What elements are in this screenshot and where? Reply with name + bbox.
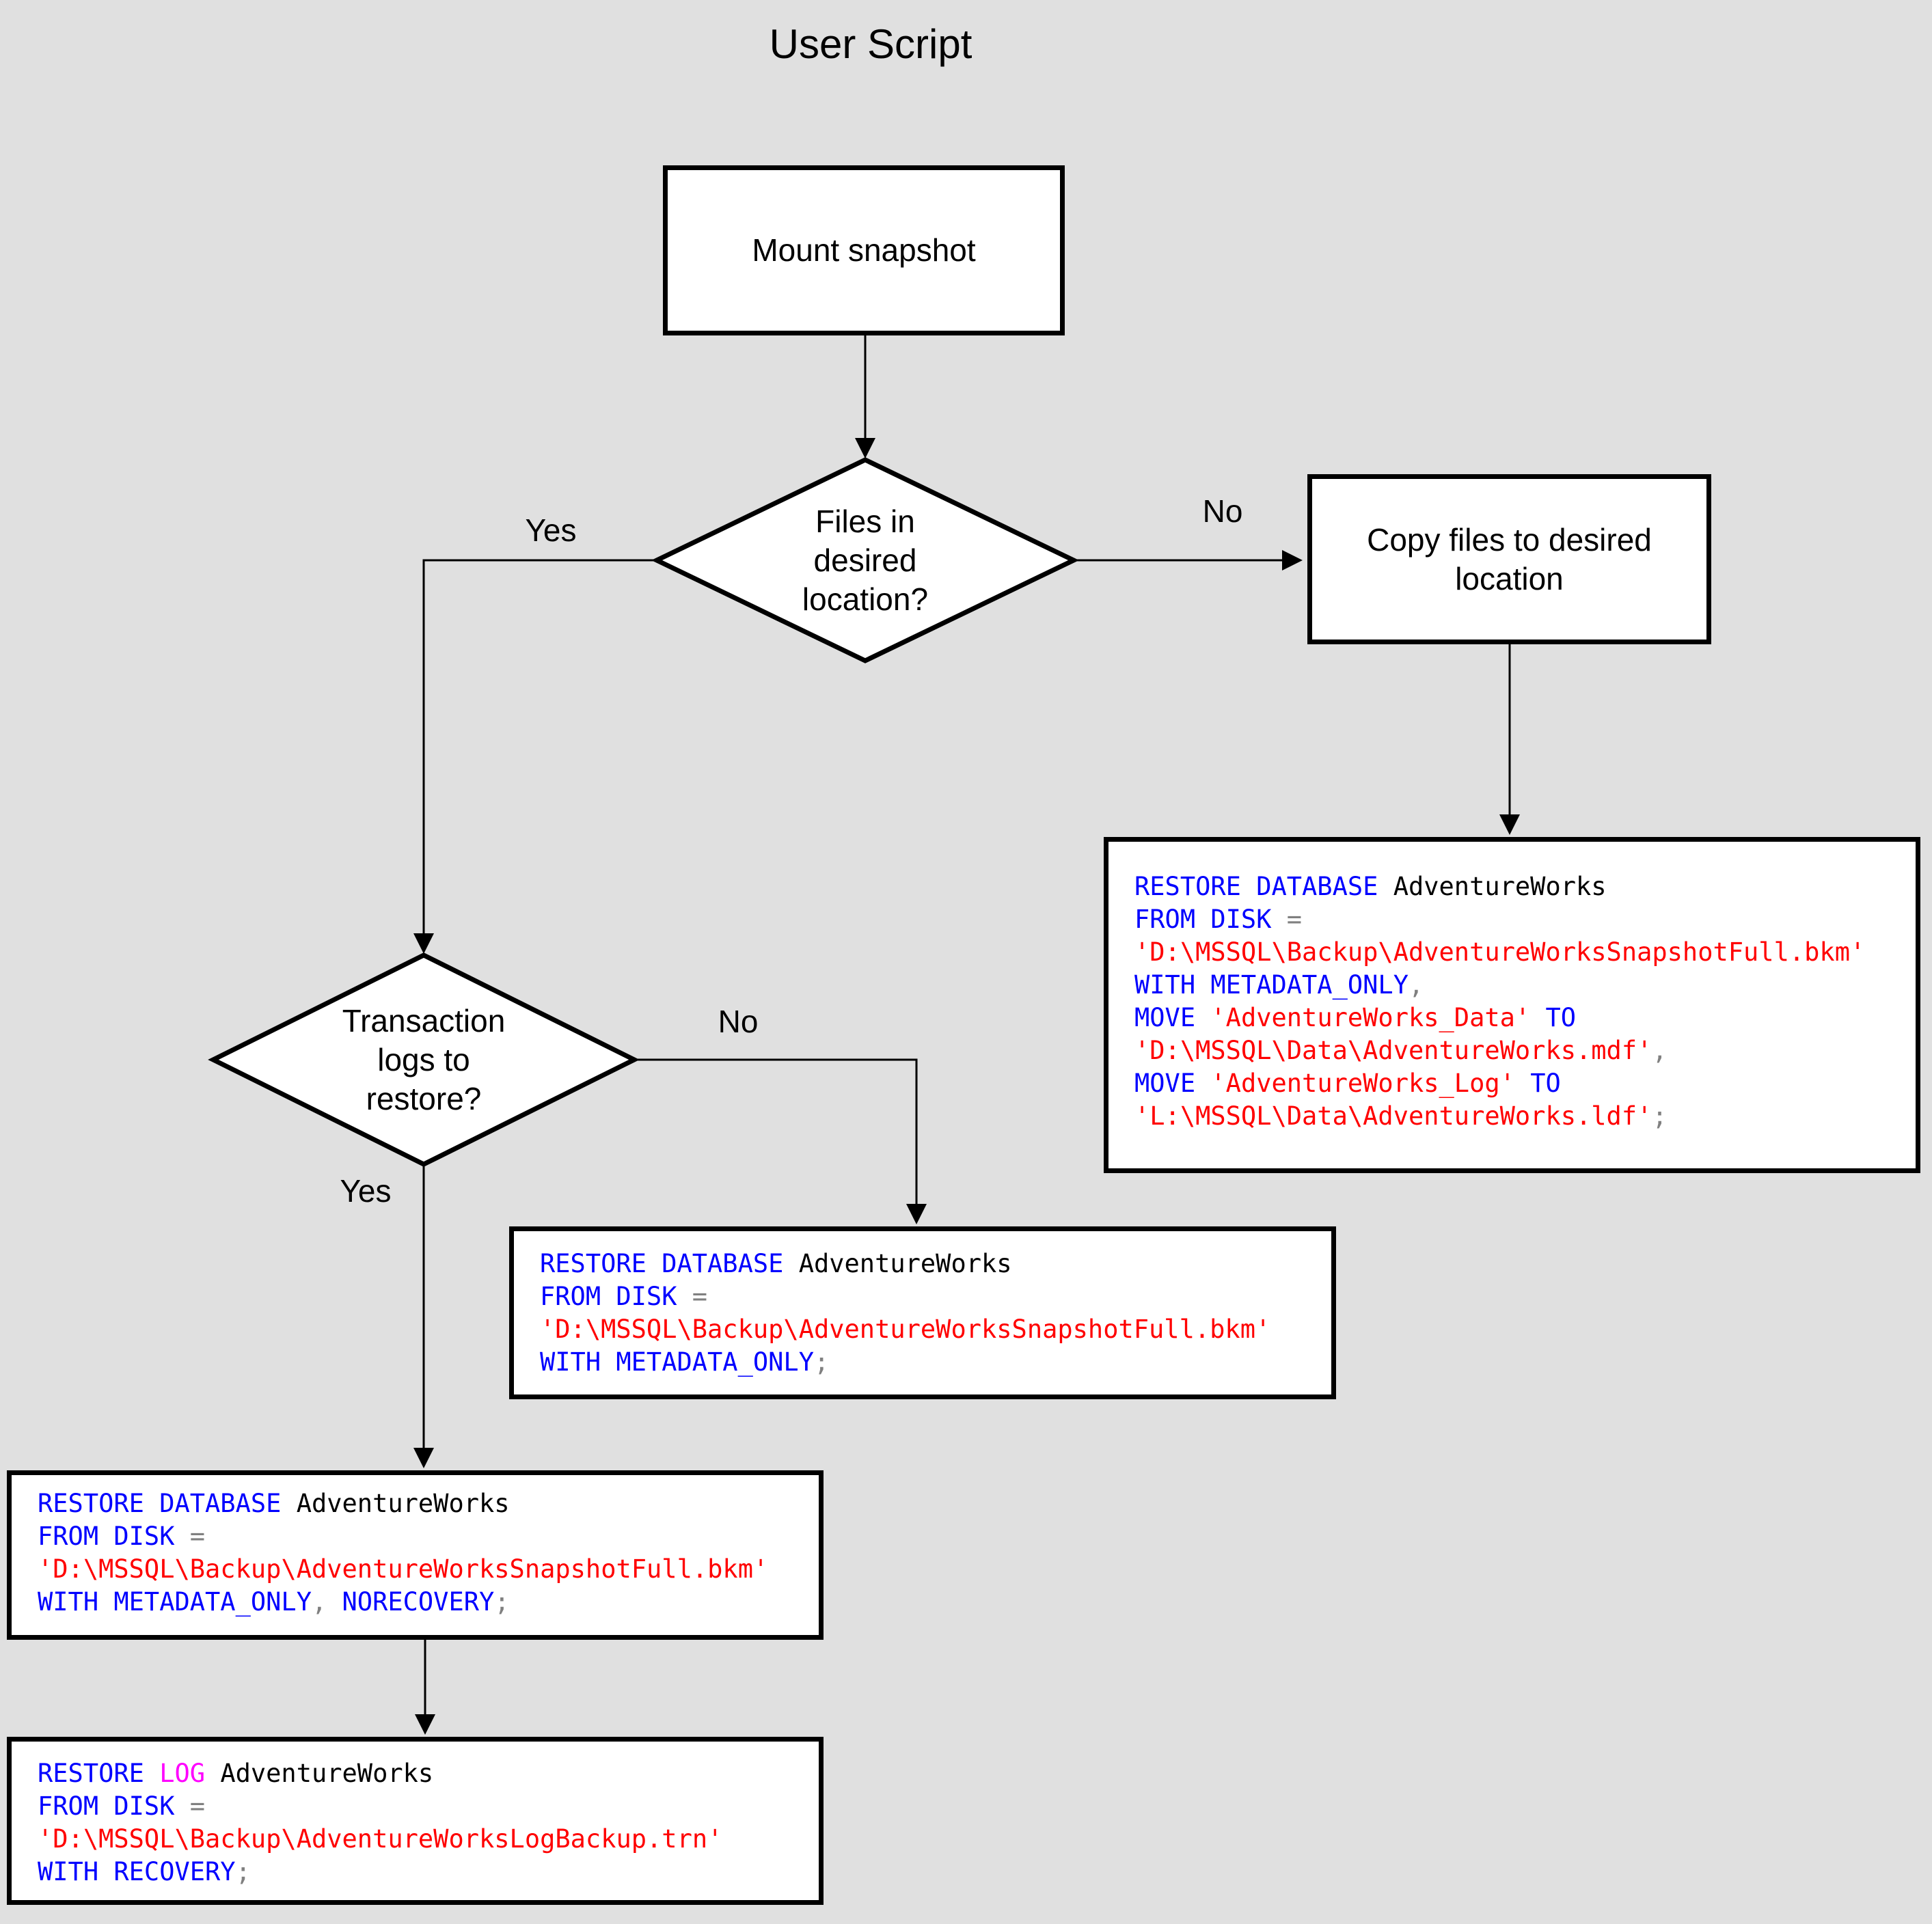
- code-token-kw: RESTORE DATABASE: [540, 1249, 784, 1278]
- code-token-id: AdventureWorks: [281, 1489, 510, 1518]
- edge-label-files-yes: Yes: [525, 512, 577, 548]
- code-token-kw: RESTORE: [38, 1759, 160, 1788]
- arrowhead-into-restore-log-box: [415, 1714, 435, 1735]
- code-line: 'D:\MSSQL\Backup\AdventureWorksSnapshotF…: [38, 1553, 805, 1586]
- code-token-kw: WITH METADATA_ONLY: [1134, 970, 1409, 1000]
- code-token-str: 'D:\MSSQL\Backup\AdventureWorksSnapshotF…: [1134, 937, 1866, 967]
- code-line: FROM DISK =: [38, 1790, 805, 1823]
- files-decision-label: Files in desired location?: [802, 503, 929, 617]
- code-token-op: ;: [494, 1587, 510, 1617]
- logs-decision-label: Transaction logs to restore?: [342, 1002, 506, 1116]
- code-token-op: =: [677, 1282, 708, 1311]
- code-line: WITH METADATA_ONLY, NORECOVERY;: [38, 1586, 805, 1619]
- mount-snapshot-box: Mount snapshot: [663, 165, 1065, 335]
- code-line: WITH METADATA_ONLY,: [1134, 969, 1902, 1002]
- code-token-kw: FROM DISK: [38, 1522, 175, 1551]
- code-line: 'D:\MSSQL\Backup\AdventureWorksLogBackup…: [38, 1823, 805, 1856]
- code-line: 'L:\MSSQL\Data\AdventureWorks.ldf';: [1134, 1100, 1902, 1133]
- files-decision-diamond: [651, 457, 1080, 663]
- code-line: RESTORE DATABASE AdventureWorks: [1134, 870, 1902, 903]
- arrowhead-into-files-decision: [855, 438, 875, 458]
- code-token-str: 'D:\MSSQL\Backup\AdventureWorksSnapshotF…: [38, 1554, 769, 1584]
- page-title: User Script: [769, 21, 972, 67]
- code-line: WITH METADATA_ONLY;: [540, 1346, 1318, 1379]
- code-token-op: ;: [235, 1857, 251, 1886]
- arrowhead-into-logs-decision: [413, 933, 434, 954]
- code-token-op: =: [174, 1791, 206, 1821]
- connector-files-yes-to-logs-decision: [422, 559, 657, 935]
- edge-label-files-no: No: [1202, 493, 1243, 529]
- logs-decision-diamond: [208, 952, 640, 1167]
- code-token-id: AdventureWorks: [1378, 872, 1607, 901]
- code-token-id: AdventureWorks: [205, 1759, 434, 1788]
- code-token-op: =: [1271, 905, 1303, 934]
- code-line: MOVE 'AdventureWorks_Log' TO: [1134, 1067, 1902, 1100]
- arrowhead-into-restore-norecovery-box: [413, 1448, 434, 1468]
- arrowhead-into-copy-box: [1282, 550, 1303, 571]
- copy-files-label: Copy files to desired location: [1367, 521, 1652, 596]
- code-line: FROM DISK =: [38, 1520, 805, 1553]
- code-token-kw: RESTORE DATABASE: [38, 1489, 282, 1518]
- code-token-str: 'AdventureWorks_Data': [1210, 1003, 1531, 1032]
- code-line: RESTORE DATABASE AdventureWorks: [540, 1248, 1318, 1280]
- code-token-id: AdventureWorks: [783, 1249, 1012, 1278]
- code-line: WITH RECOVERY;: [38, 1856, 805, 1888]
- code-token-kw: NORECOVERY: [327, 1587, 495, 1617]
- arrowhead-into-restore-move-box: [1499, 814, 1520, 835]
- code-token-op: ;: [813, 1347, 830, 1377]
- edge-label-logs-yes: Yes: [340, 1173, 392, 1209]
- code-token-str: 'AdventureWorks_Log': [1210, 1069, 1515, 1098]
- code-token-kw: RESTORE DATABASE: [1134, 872, 1378, 901]
- edge-label-logs-no: No: [718, 1004, 759, 1039]
- code-token-logkw: LOG: [159, 1759, 206, 1788]
- code-token-kw: TO: [1530, 1003, 1577, 1032]
- code-line: FROM DISK =: [540, 1280, 1318, 1313]
- code-token-str: 'D:\MSSQL\Data\AdventureWorks.mdf': [1134, 1036, 1652, 1065]
- code-token-op: ,: [1652, 1036, 1668, 1065]
- connector-logs-no-to-restore-metadata: [634, 1058, 918, 1205]
- code-token-str: 'D:\MSSQL\Backup\AdventureWorksSnapshotF…: [540, 1315, 1271, 1344]
- code-line: RESTORE DATABASE AdventureWorks: [38, 1487, 805, 1520]
- code-line: 'D:\MSSQL\Data\AdventureWorks.mdf',: [1134, 1034, 1902, 1067]
- code-token-kw: TO: [1514, 1069, 1561, 1098]
- code-token-op: =: [174, 1522, 206, 1551]
- code-token-kw: FROM DISK: [540, 1282, 677, 1311]
- arrowhead-into-restore-metadata-box: [906, 1204, 927, 1224]
- code-line: 'D:\MSSQL\Backup\AdventureWorksSnapshotF…: [1134, 936, 1902, 969]
- code-token-kw: MOVE: [1134, 1069, 1211, 1098]
- code-line: MOVE 'AdventureWorks_Data' TO: [1134, 1002, 1902, 1034]
- code-token-op: ,: [1408, 970, 1424, 1000]
- code-token-op: ;: [1652, 1101, 1668, 1131]
- code-line: RESTORE LOG AdventureWorks: [38, 1757, 805, 1790]
- code-token-kw: WITH METADATA_ONLY: [540, 1347, 814, 1377]
- mount-snapshot-label: Mount snapshot: [752, 232, 976, 268]
- code-token-str: 'D:\MSSQL\Backup\AdventureWorksLogBackup…: [38, 1824, 723, 1854]
- code-line: 'D:\MSSQL\Backup\AdventureWorksSnapshotF…: [540, 1313, 1318, 1346]
- code-token-kw: FROM DISK: [1134, 905, 1272, 934]
- code-line: FROM DISK =: [1134, 903, 1902, 936]
- code-token-str: 'L:\MSSQL\Data\AdventureWorks.ldf': [1134, 1101, 1652, 1131]
- code-token-kw: MOVE: [1134, 1003, 1211, 1032]
- code-token-kw: WITH METADATA_ONLY: [38, 1587, 312, 1617]
- copy-files-box: Copy files to desired location: [1307, 474, 1711, 644]
- code-token-op: ,: [311, 1587, 327, 1617]
- code-token-kw: FROM DISK: [38, 1791, 175, 1821]
- code-token-kw: WITH RECOVERY: [38, 1857, 236, 1886]
